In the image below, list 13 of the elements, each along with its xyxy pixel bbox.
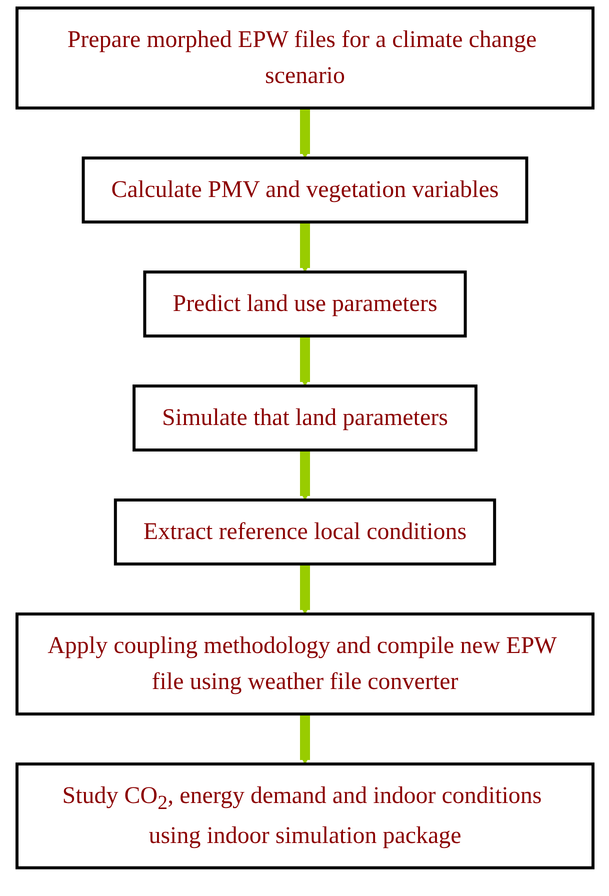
arrow <box>300 335 310 386</box>
node-box: Calculate PMV and vegetation variables <box>81 156 528 224</box>
arrow <box>300 713 310 764</box>
node-box: Simulate that land parameters <box>132 384 477 452</box>
node-box: Extract reference local conditions <box>113 498 496 566</box>
arrow <box>300 107 310 158</box>
node-box: Apply coupling methodology and compile new EPW file using weather file converter <box>15 612 594 716</box>
arrow <box>300 563 310 614</box>
arrow <box>300 449 310 500</box>
node-box: Study CO$_{2}$, energy demand and indoor conditions using indoor simulation package <box>15 762 594 870</box>
node-box: Predict land use parameters <box>142 270 466 338</box>
node-box: Prepare morphed EPW files for a climate change scenario <box>15 6 594 110</box>
arrow <box>300 221 310 272</box>
